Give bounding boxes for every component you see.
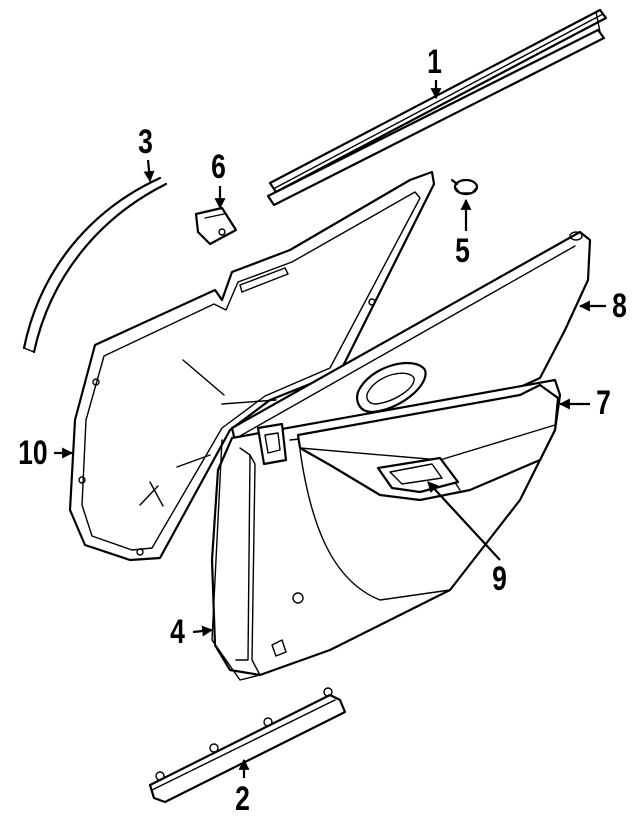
part-8-upper-trim-panel (230, 230, 592, 472)
callout-4-label: 4 (170, 613, 185, 651)
leader-4 (192, 625, 214, 637)
part-6-clip (194, 206, 238, 246)
leader-3 (143, 159, 155, 183)
callout-leaders (54, 80, 606, 778)
callout-3-label: 3 (138, 123, 153, 161)
callout-5-label: 5 (455, 232, 470, 270)
callout-1-label: 1 (427, 43, 442, 81)
part-7-armrest (296, 383, 560, 502)
callout-9-label: 9 (492, 560, 507, 598)
callout-8-label: 8 (612, 287, 627, 325)
callout-10-label: 10 (18, 434, 48, 472)
callout-2-label: 2 (235, 780, 250, 818)
part-2-lower-rail (148, 687, 347, 804)
callout-6-label: 6 (211, 148, 226, 186)
callout-7-label: 7 (596, 384, 611, 422)
part-1-belt-weatherstrip (266, 8, 608, 207)
part-5-push-pin (450, 178, 479, 196)
part-3-moulding-strip (22, 176, 168, 354)
leader-9 (427, 481, 501, 561)
